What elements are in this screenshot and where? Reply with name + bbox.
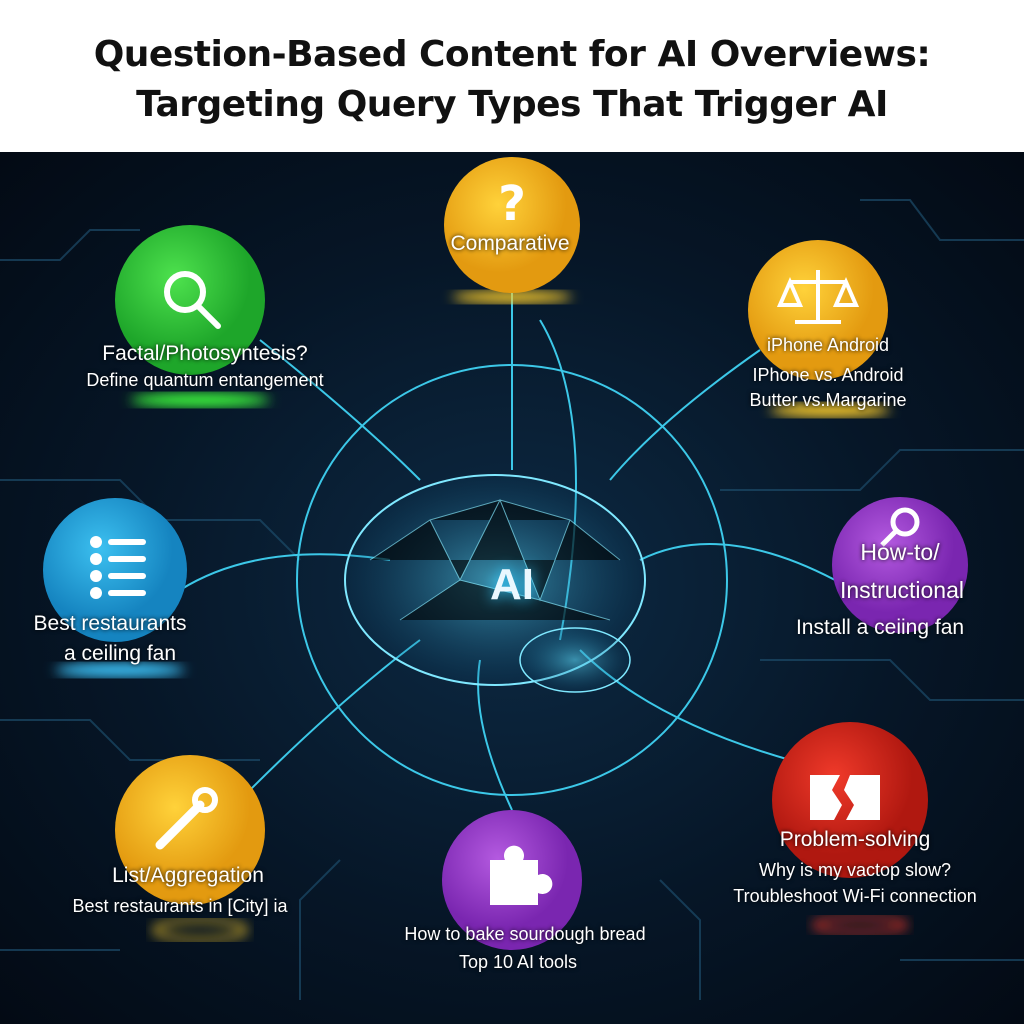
connector — [609, 349, 761, 481]
list-icon — [90, 536, 146, 599]
node-circles — [43, 157, 968, 950]
key-icon — [880, 507, 920, 547]
list-node[interactable] — [43, 498, 187, 642]
problem-example-2: Troubleshoot Wi-Fi connection — [733, 886, 977, 906]
comparative-title: Comparative — [450, 232, 570, 255]
versus-title: iPhone Android — [766, 335, 890, 355]
circuit-traces — [0, 199, 1024, 1000]
puzzle-piece-icon — [490, 845, 553, 905]
diagram-canvas: ? AI Comparative Factal/Photosyntesis? D… — [0, 152, 1024, 1024]
ai-center-label: AI — [490, 560, 534, 609]
connector — [639, 543, 836, 581]
list-example: a ceiling fan — [63, 642, 177, 665]
aggregation-example: Best restaurants in [City] ia — [72, 896, 288, 916]
puzzle-example-2: Top 10 AI tools — [458, 952, 578, 972]
scales-icon — [776, 270, 860, 324]
factual-node[interactable] — [115, 225, 265, 375]
page-title: Question-Based Content for AI Overviews:… — [0, 0, 1024, 130]
node-icons: ? — [90, 176, 920, 905]
brain-icon — [344, 474, 646, 693]
broken-puzzle-icon — [810, 775, 880, 820]
howto-title-line1: How-to/ — [860, 539, 940, 565]
title-line-1: Question-Based Content for AI Overviews: — [93, 34, 931, 75]
problem-node[interactable] — [772, 722, 928, 878]
versus-example-2: Butter vs.Margarine — [749, 390, 907, 410]
wrench-icon — [155, 787, 218, 850]
title-banner: Question-Based Content for AI Overviews:… — [0, 0, 1024, 152]
problem-example-1: Why is my vactop slow? — [758, 860, 952, 880]
aggregation-node[interactable] — [115, 755, 265, 905]
problem-title: Problem-solving — [779, 828, 931, 851]
list-title: Best restaurants — [33, 612, 187, 635]
puzzle-example-1: How to bake sourdough bread — [404, 924, 646, 944]
diagram-graphics: ? — [0, 157, 1024, 1000]
versus-example-1: IPhone vs. Android — [752, 365, 904, 385]
title-line-2: Targeting Query Types That Trigger AI — [136, 84, 888, 125]
aggregation-title: List/Aggregation — [112, 864, 264, 887]
howto-node[interactable] — [832, 497, 968, 633]
connector — [249, 639, 421, 791]
question-mark-icon: ? — [498, 176, 526, 232]
factual-example: Define quantum entangement — [86, 370, 324, 390]
howto-title-line2: Instructional — [839, 577, 965, 603]
comparative-node[interactable] — [444, 157, 580, 293]
connector — [259, 339, 421, 481]
magnifier-icon — [164, 271, 221, 329]
howto-example: Install a ceiing fan — [795, 616, 965, 639]
factual-title: Factal/Photosyntesis? — [102, 342, 308, 365]
